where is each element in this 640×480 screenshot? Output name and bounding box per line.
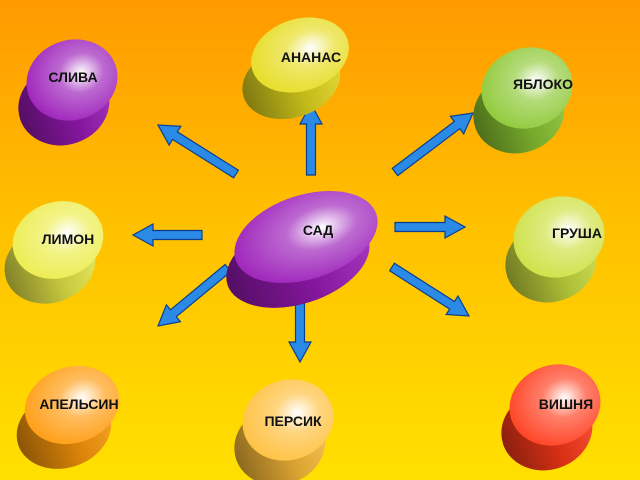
arrow-7 <box>157 263 232 327</box>
cylinder-persik <box>234 379 334 480</box>
cylinder-ananas <box>242 17 349 120</box>
label-ananas: АНАНАС <box>280 49 342 65</box>
cylinder-grusha <box>505 196 605 303</box>
cylinder-center <box>226 190 378 308</box>
arrow-8 <box>388 262 471 317</box>
cylinder-limon <box>4 201 104 304</box>
label-limon: ЛИМОН <box>41 231 95 247</box>
cylinder-vishnya <box>501 364 601 471</box>
arrow-4 <box>391 112 474 177</box>
label-vishnya: ВИШНЯ <box>538 396 594 412</box>
cylinder-sliva <box>18 39 118 146</box>
label-yabloko: ЯБЛОКО <box>513 76 573 92</box>
label-apelsin: АПЕЛЬСИН <box>39 396 119 412</box>
label-center: САД <box>302 222 334 238</box>
label-persik: ПЕРСИК <box>264 413 322 429</box>
arrow-6 <box>394 214 467 240</box>
cylinder-apelsin <box>16 365 120 469</box>
arrow-5 <box>131 222 203 248</box>
arrow-3 <box>156 124 240 179</box>
label-sliva: СЛИВА <box>48 69 98 85</box>
label-grusha: ГРУША <box>552 225 602 241</box>
cylinder-yabloko <box>473 47 573 154</box>
